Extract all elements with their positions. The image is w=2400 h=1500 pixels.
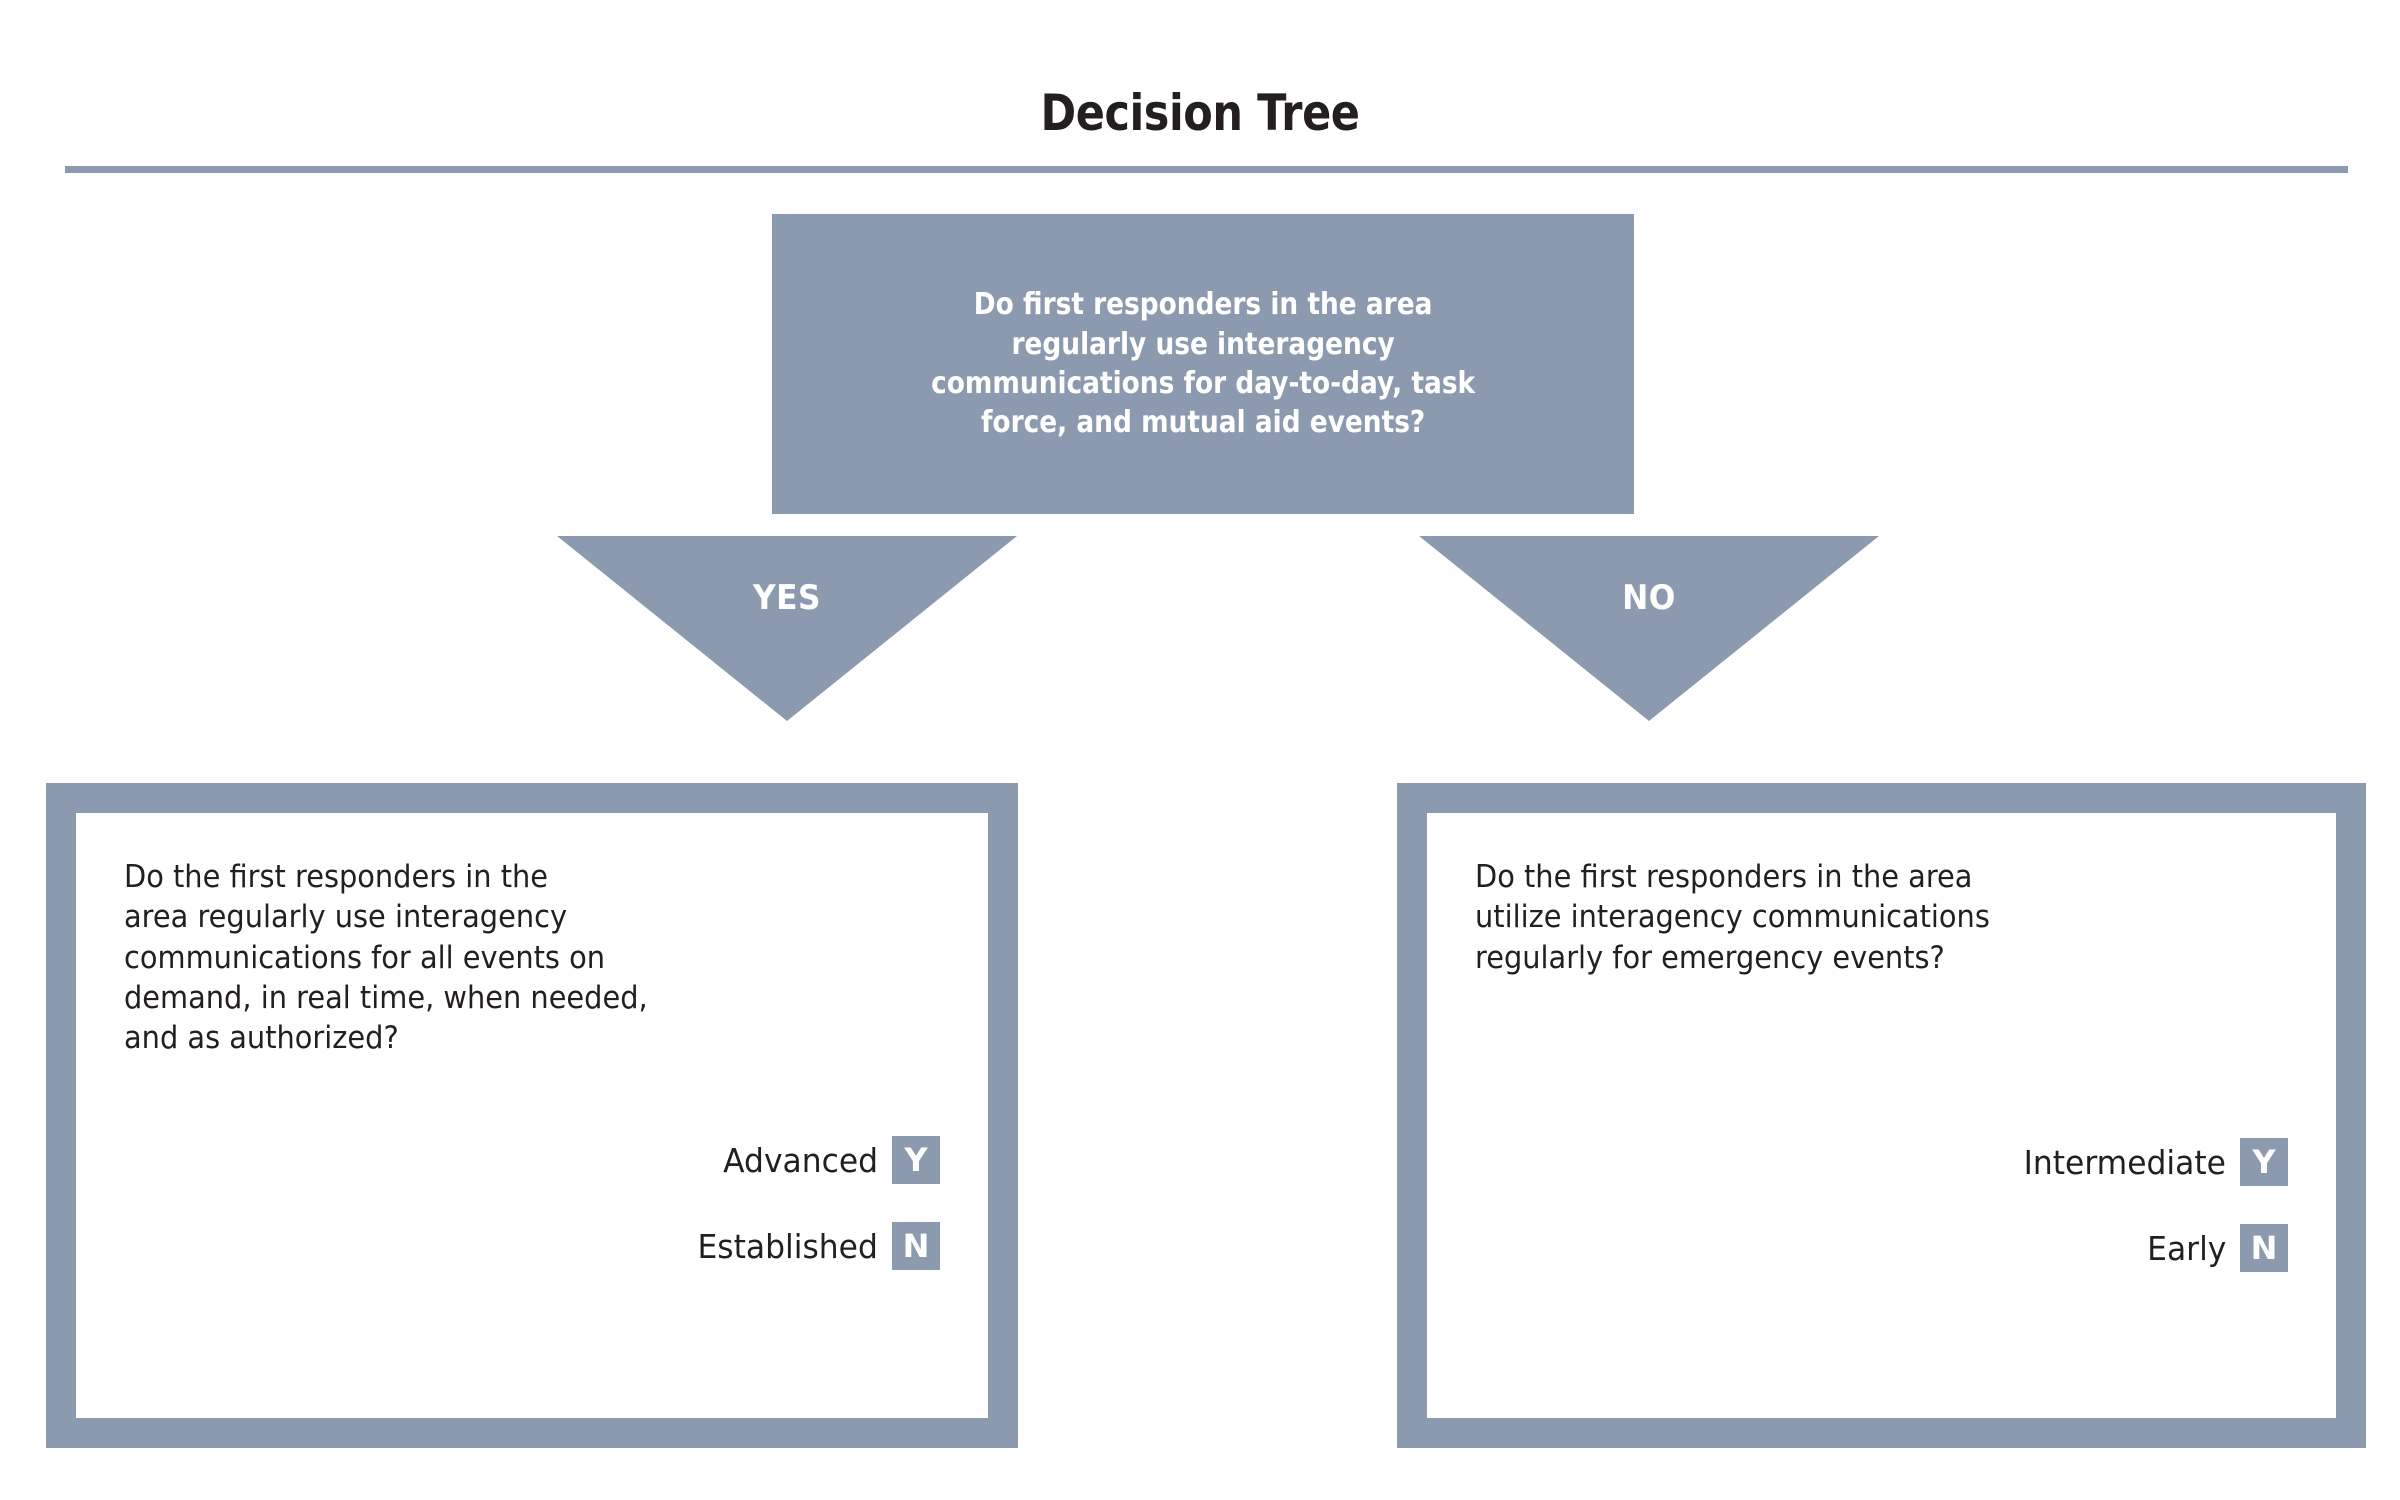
root-question-text: Do first responders in the area regularl… [930,287,1476,441]
outcome-question-yes: Do the first responders in the area regu… [124,859,648,1057]
answer-badge-no-icon: N [2240,1224,2288,1272]
answer-row: Advanced Y [715,1136,940,1184]
answer-badge-yes-icon: Y [892,1136,940,1184]
answer-label: Intermediate [2023,1142,2226,1182]
outcome-inner-yes: Do the first responders in the area regu… [76,813,988,1418]
answer-label: Established [697,1226,878,1266]
down-triangle-icon [1419,536,1879,721]
answer-badge-yes-icon: Y [2240,1138,2288,1186]
outcome-box-no: Do the first responders in the area util… [1397,783,2366,1448]
root-question-box: Do first responders in the area regularl… [772,214,1634,514]
answer-row: Intermediate Y [2013,1138,2288,1186]
outcome-question-no: Do the first responders in the area util… [1475,859,1990,976]
answer-badge-no-icon: N [892,1222,940,1270]
outcome-box-yes: Do the first responders in the area regu… [46,783,1018,1448]
down-triangle-icon [557,536,1017,721]
answer-row: Established N [688,1222,940,1270]
branch-label-yes: YES [753,578,821,618]
answer-row: Early N [2143,1224,2288,1272]
answer-label: Early [2146,1228,2226,1268]
outcome-answers-yes: Advanced Y Established N [688,1136,940,1270]
answer-label: Advanced [723,1140,878,1180]
outcome-answers-no: Intermediate Y Early N [2013,1138,2288,1272]
page-title: Decision Tree [1040,84,1360,142]
branch-arrow-no: NO [1419,536,1879,721]
branch-arrow-yes: YES [557,536,1017,721]
branch-label-no: NO [1622,578,1676,618]
title-divider [65,166,2348,173]
outcome-inner-no: Do the first responders in the area util… [1427,813,2336,1418]
